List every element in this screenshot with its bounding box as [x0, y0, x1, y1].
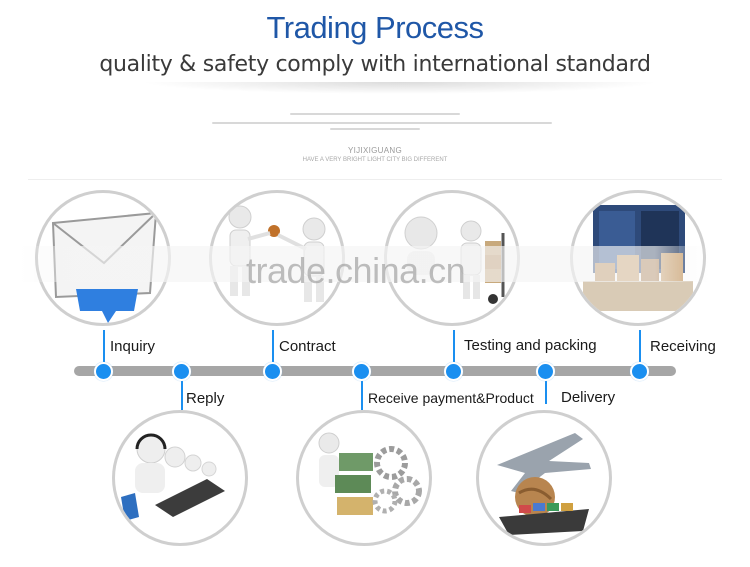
brand-tagline: HAVE A VERY BRIGHT LIGHT CITY BIG DIFFER… — [302, 157, 448, 163]
receive-payment-image — [296, 410, 432, 546]
receiving-connector — [639, 330, 641, 370]
delivery-connector — [545, 374, 547, 404]
page-subtitle: quality & safety comply with internation… — [99, 52, 651, 77]
testing-packing-step-dot — [444, 362, 463, 381]
testing-packing-label: Testing and packing — [464, 337, 597, 354]
delivery-step-dot — [536, 362, 555, 381]
brand-name: YIJIXIGUANG — [348, 146, 402, 155]
receiving-label: Receiving — [650, 338, 716, 355]
page-title: Trading Process — [266, 10, 484, 45]
reply-connector — [181, 374, 183, 410]
receive-payment-step-dot — [352, 362, 371, 381]
receiving-step-dot — [630, 362, 649, 381]
process-timeline — [74, 366, 676, 376]
reply-label: Reply — [186, 390, 225, 407]
faint-text-line — [212, 122, 552, 124]
money-gears-icon — [318, 432, 422, 515]
testing-packing-connector — [453, 330, 455, 370]
reply-step-dot — [172, 362, 191, 381]
section-divider — [28, 179, 722, 180]
receive-payment-connector — [361, 374, 363, 410]
contract-connector — [272, 330, 274, 370]
contract-label: Contract — [279, 338, 336, 355]
receive-payment-label: Receive payment&Product — [368, 390, 534, 406]
faint-text-line — [330, 128, 420, 130]
reply-image — [112, 410, 248, 546]
faint-text-line — [290, 113, 460, 115]
inquiry-connector — [103, 330, 105, 370]
delivery-label: Delivery — [561, 389, 616, 406]
watermark-text: trade.china.cn — [246, 250, 466, 291]
blurred-overlay-band — [20, 246, 710, 282]
inquiry-label: Inquiry — [110, 338, 156, 355]
delivery-image — [476, 410, 612, 546]
call-center-operators-icon — [121, 433, 225, 521]
contract-step-dot — [263, 362, 282, 381]
subtitle-shadow — [140, 82, 660, 94]
inquiry-step-dot — [94, 362, 113, 381]
airplane-globe-ship-icon — [497, 433, 591, 535]
